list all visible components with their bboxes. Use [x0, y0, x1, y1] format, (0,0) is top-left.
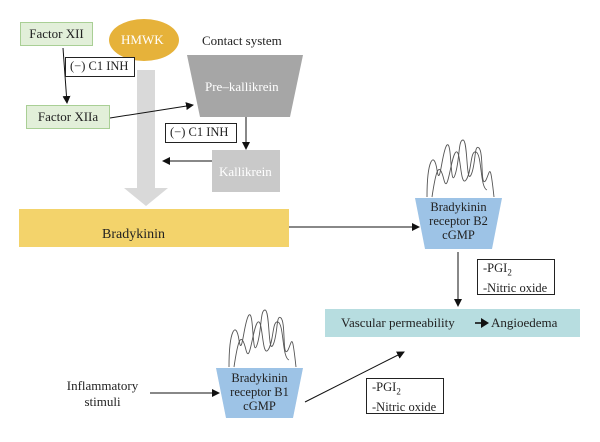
angioedema-arrow: [475, 318, 489, 328]
angioedema-label: Angioedema: [491, 315, 558, 330]
receptor-b1-line-2: receptor B1: [230, 385, 289, 399]
inflammatory-stimuli-label: Inflammatory stimuli: [55, 378, 150, 410]
mediator-box-b1: -PGI2 -Nitric oxide: [366, 378, 444, 414]
receptor-b1-line-1: Bradykinin: [231, 371, 288, 385]
receptor-b1-coil: [228, 309, 297, 368]
vascular-permeability-label: Vascular permeability: [341, 315, 455, 330]
hmwk-node: [109, 19, 179, 61]
c1-inh-top-label: (−) C1 INH: [70, 59, 129, 73]
b2-nitric-oxide-label: -Nitric oxide: [483, 280, 548, 295]
contact-system-label: Contact system: [202, 33, 282, 48]
prekallikrein-label: Pre–kallikrein: [205, 79, 279, 94]
c1-inh-middle-label: (−) C1 INH: [170, 125, 229, 139]
receptor-b2-node: [415, 198, 502, 249]
receptor-b1-label: Bradykinin receptor B1 cGMP: [216, 371, 303, 413]
receptor-b1-line-3: cGMP: [243, 399, 276, 413]
big-down-arrow: [124, 70, 168, 206]
prekallikrein-node: [187, 55, 303, 117]
b1-pgi-subscript: 2: [396, 386, 401, 397]
b2-pgi-label: -PGI: [483, 261, 508, 275]
b1-nitric-oxide-label: -Nitric oxide: [372, 399, 437, 414]
mediator-box-b2: -PGI2 -Nitric oxide: [477, 259, 555, 295]
factor-xiia-label: Factor XIIa: [37, 109, 99, 124]
inflammatory-line-1: Inflammatory: [66, 378, 139, 393]
factor-xii-node: Factor XII: [20, 22, 93, 46]
inflammatory-line-2: stimuli: [84, 394, 121, 409]
receptor-b2-line-1: Bradykinin: [430, 200, 487, 214]
kallikrein-label: Kallikrein: [219, 164, 272, 179]
kallikrein-node: [212, 150, 280, 192]
b1-pgi-label: -PGI: [372, 380, 397, 394]
receptor-b2-line-2: receptor B2: [429, 214, 488, 228]
factor-xiia-node: Factor XIIa: [26, 105, 110, 129]
receptor-b2-label: Bradykinin receptor B2 cGMP: [415, 200, 502, 242]
vascular-permeability-node: [325, 309, 580, 337]
hmwk-label: HMWK: [121, 32, 164, 47]
bradykinin-label: Bradykinin: [102, 227, 165, 242]
b2-pgi-subscript: 2: [507, 267, 512, 278]
c1-inh-middle-box: (−) C1 INH: [165, 123, 237, 143]
c1-inh-top-box: (−) C1 INH: [65, 57, 135, 77]
bradykinin-node: [19, 209, 289, 247]
receptor-b2-line-3: cGMP: [442, 228, 475, 242]
receptor-b2-coil: [426, 139, 495, 198]
receptor-b1-node: [216, 368, 303, 418]
factor-xii-label: Factor XII: [29, 26, 84, 41]
